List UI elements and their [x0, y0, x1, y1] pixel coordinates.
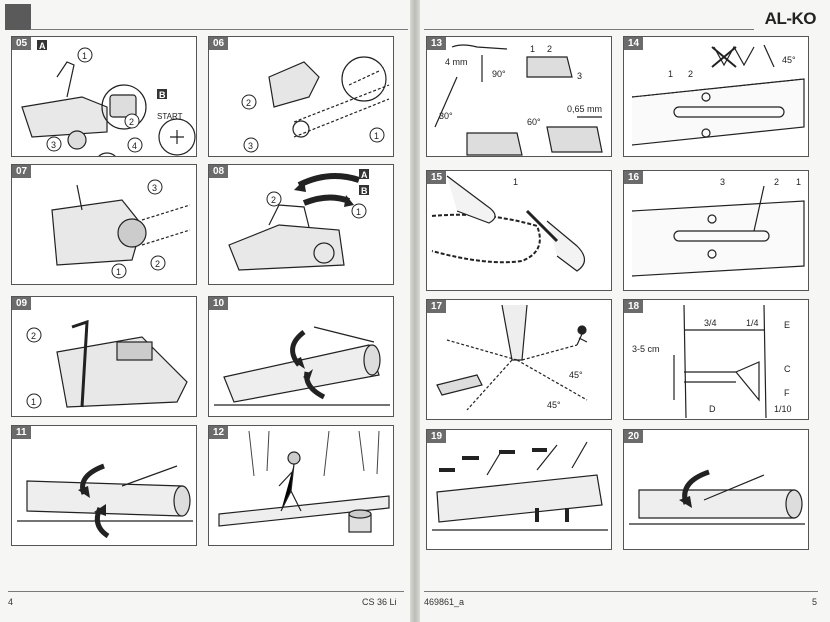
svg-text:1: 1 — [796, 177, 801, 187]
svg-text:1: 1 — [82, 51, 87, 61]
panel-number: 05 — [12, 37, 32, 50]
panel-number: 14 — [624, 37, 644, 50]
panel-number: 20 — [624, 430, 644, 443]
svg-text:2: 2 — [688, 69, 693, 79]
svg-text:B: B — [361, 186, 368, 196]
badge-a: A — [39, 41, 46, 51]
dim-4mm: 4 mm — [445, 57, 468, 67]
panel-19: 19 — [426, 429, 612, 550]
panel-number: 11 — [12, 426, 31, 439]
svg-text:45°: 45° — [569, 370, 583, 380]
panel-18: 18 3/4 1/4 E 3-5 cm C F D 1/10 — [623, 299, 809, 420]
svg-text:1: 1 — [530, 44, 535, 54]
svg-text:3: 3 — [51, 140, 56, 150]
panel-number: 12 — [209, 426, 229, 439]
svg-text:3: 3 — [577, 71, 582, 81]
panel-number: 08 — [209, 165, 229, 178]
svg-text:D: D — [709, 404, 716, 414]
book-spine — [410, 0, 420, 622]
panel-number: 16 — [624, 171, 644, 184]
brand-logo: AL-KO — [764, 9, 817, 28]
svg-text:2: 2 — [774, 177, 779, 187]
svg-text:1: 1 — [356, 207, 361, 217]
svg-text:1/4: 1/4 — [746, 318, 759, 328]
svg-text:2: 2 — [155, 259, 160, 269]
svg-text:3-5 cm: 3-5 cm — [632, 344, 660, 354]
svg-text:1: 1 — [31, 397, 36, 407]
model-name: CS 36 Li — [362, 597, 397, 607]
svg-text:2: 2 — [31, 331, 36, 341]
panel-06: 06 2 3 1 — [208, 36, 394, 157]
svg-text:45°: 45° — [782, 55, 796, 65]
panel-20: 20 — [623, 429, 809, 550]
svg-text:2: 2 — [271, 195, 276, 205]
svg-text:3/4: 3/4 — [704, 318, 717, 328]
svg-text:3: 3 — [248, 141, 253, 151]
dim-90: 90° — [492, 69, 506, 79]
panel-05: 05 A B START 1 2 3 4 — [11, 36, 197, 157]
corner-tab-marker — [5, 4, 31, 30]
panel-number: 19 — [427, 430, 447, 443]
right-page-number: 5 — [812, 597, 818, 607]
badge-b: B — [159, 90, 166, 100]
svg-text:2: 2 — [246, 98, 251, 108]
svg-text:C: C — [784, 364, 791, 374]
panel-number: 13 — [427, 37, 447, 50]
svg-text:4: 4 — [132, 141, 137, 151]
panel-13: 13 4 mm 90° 30° 60° 0,65 mm 1 2 3 — [426, 36, 612, 157]
panel-15: 15 1 — [426, 170, 612, 291]
svg-text:A: A — [361, 170, 368, 180]
svg-text:1: 1 — [374, 131, 379, 141]
panel-number: 15 — [427, 171, 447, 184]
svg-text:2: 2 — [129, 117, 134, 127]
panel-number: 10 — [209, 297, 229, 310]
svg-text:3: 3 — [720, 177, 725, 187]
panel-number: 09 — [12, 297, 32, 310]
left-page-number: 4 — [8, 597, 14, 607]
panel-16: 16 3 2 1 — [623, 170, 809, 291]
dim-065mm: 0,65 mm — [567, 104, 602, 114]
dim-30: 30° — [439, 111, 453, 121]
dim-60: 60° — [527, 117, 541, 127]
right-header-rule — [424, 29, 754, 30]
svg-text:45°: 45° — [547, 400, 561, 410]
panel-number: 17 — [427, 300, 447, 313]
svg-text:1/10: 1/10 — [774, 404, 792, 414]
panel-11: 11 — [11, 425, 197, 546]
svg-text:1: 1 — [116, 267, 121, 277]
panel-10: 10 — [208, 296, 394, 417]
panel-12: 12 — [208, 425, 394, 546]
svg-text:F: F — [784, 388, 790, 398]
right-footer-rule — [424, 591, 818, 592]
panel-17: 17 45° 45° — [426, 299, 612, 420]
svg-text:2: 2 — [547, 44, 552, 54]
start-label: START — [157, 112, 183, 121]
panel-number: 06 — [209, 37, 229, 50]
panel-07: 07 3 2 1 — [11, 164, 197, 285]
panel-number: 07 — [12, 165, 32, 178]
left-header-rule — [30, 29, 408, 30]
panel-14: 14 45° 1 2 — [623, 36, 809, 157]
panel-09: 09 2 1 — [11, 296, 197, 417]
document-number: 469861_a — [424, 597, 465, 607]
svg-text:1: 1 — [668, 69, 673, 79]
svg-text:E: E — [784, 320, 790, 330]
panel-08: 08 A B 2 1 — [208, 164, 394, 285]
svg-text:3: 3 — [152, 183, 157, 193]
left-footer-rule — [8, 591, 404, 592]
svg-text:1: 1 — [513, 177, 518, 187]
panel-number: 18 — [624, 300, 644, 313]
